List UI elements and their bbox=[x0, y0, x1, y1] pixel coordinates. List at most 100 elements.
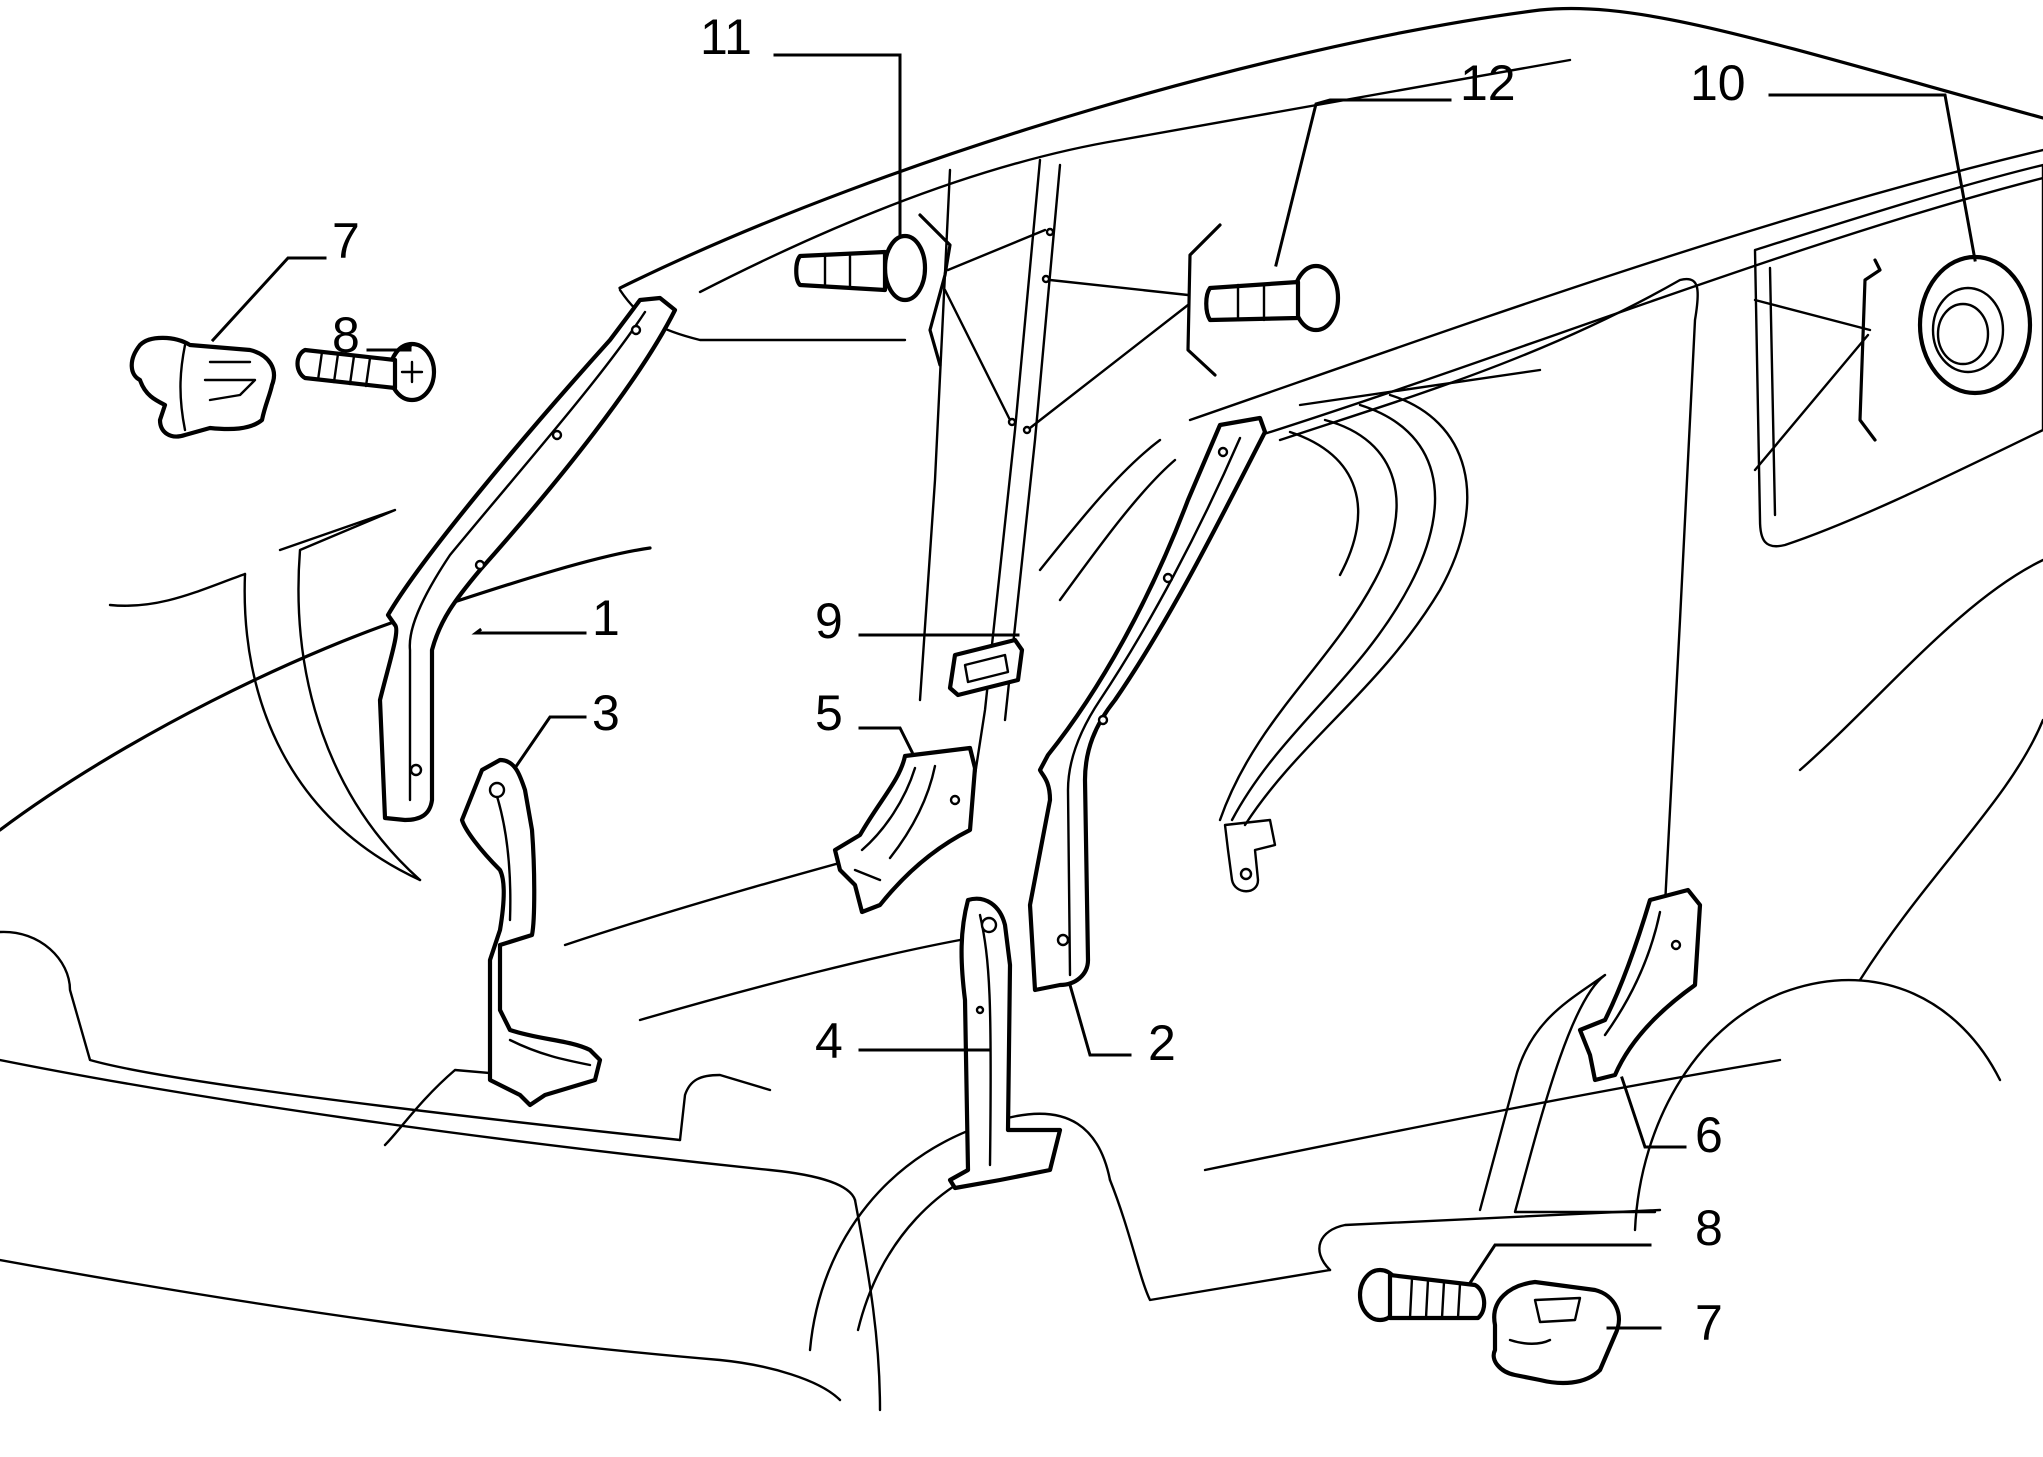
callout-12: 12 bbox=[1460, 55, 1516, 111]
leader-12 bbox=[1274, 98, 1452, 267]
side-window-lower bbox=[1188, 148, 2043, 422]
b-pillar-mount-hole-3 bbox=[1041, 274, 1051, 284]
b-pillar-front-line bbox=[966, 158, 1042, 822]
b-pillar-hole-1 bbox=[1217, 446, 1229, 458]
clip-nut-a-detail bbox=[179, 343, 257, 432]
clip11-pointer-1 bbox=[946, 228, 1047, 272]
roof-line bbox=[618, 6, 2043, 290]
part-5-kick-panel bbox=[832, 745, 978, 915]
kick-panel-shape bbox=[832, 745, 978, 915]
a-pillar-hole-2 bbox=[551, 429, 563, 441]
callout-5: 5 bbox=[815, 685, 843, 741]
rear-lower-trim-inner bbox=[1603, 910, 1662, 1037]
a-pillar-hole-4 bbox=[409, 763, 423, 777]
leader-3 bbox=[512, 715, 587, 771]
rear-sill-line bbox=[1318, 1208, 1662, 1272]
clip11-head bbox=[882, 233, 928, 303]
leader-8-lower bbox=[1467, 1243, 1652, 1286]
part-2-b-pillar-upper-trim bbox=[1027, 415, 1268, 993]
clip-nut-b-detail bbox=[1508, 1296, 1582, 1345]
b-pillar-upper-inner bbox=[1066, 436, 1242, 977]
rear-quarter-line-2 bbox=[1798, 558, 2043, 772]
belt-strap-outer bbox=[1243, 393, 1469, 827]
clip11-bracket bbox=[918, 213, 952, 367]
front-door-line-2 bbox=[638, 938, 962, 1022]
leader-lines bbox=[210, 53, 1977, 1330]
belt-anchor bbox=[1223, 818, 1277, 893]
kick-panel-hole bbox=[949, 794, 961, 806]
rear-arch-inner-trim bbox=[1478, 973, 1657, 1214]
callout-10: 10 bbox=[1690, 55, 1746, 111]
callout-1: 1 bbox=[592, 590, 620, 646]
screw-a-cross bbox=[400, 360, 424, 384]
cap-bracket bbox=[1858, 258, 1882, 442]
a-pillar-base bbox=[278, 508, 422, 882]
front-wheel-arch-inner bbox=[856, 1158, 1012, 1332]
leader-6 bbox=[1620, 1076, 1687, 1149]
roof-inner-line bbox=[698, 58, 1572, 294]
callout-11: 11 bbox=[700, 9, 752, 65]
part-3-a-pillar-lower-trim bbox=[459, 757, 603, 1108]
callout-3: 3 bbox=[592, 685, 620, 741]
b-pillar-mount-hole-4 bbox=[1022, 425, 1032, 435]
screw-b-threads bbox=[1408, 1276, 1462, 1320]
belt-strap-inner bbox=[1218, 418, 1398, 822]
b-pillar-upper-shape bbox=[1027, 415, 1268, 993]
a-pillar-hole-3 bbox=[474, 559, 486, 571]
leader-8-upper bbox=[366, 343, 413, 352]
clip12-pointer-2 bbox=[1028, 303, 1190, 430]
callout-2: 2 bbox=[1148, 1015, 1176, 1071]
b-pillar-mount-hole-2 bbox=[1007, 417, 1017, 427]
front-door-rear bbox=[918, 168, 952, 702]
car-body-outline bbox=[0, 6, 2043, 1412]
fender-arc bbox=[243, 572, 422, 882]
callout-4: 4 bbox=[815, 1013, 843, 1069]
a-pillar-lower-inner bbox=[493, 788, 592, 1067]
clip-nut-b-body bbox=[1491, 1279, 1621, 1386]
part-8-lower-screw bbox=[1357, 1267, 1487, 1323]
belt-upper-1 bbox=[1038, 438, 1162, 572]
callout-labels: 11 12 10 7 8 1 3 9 5 4 2 6 8 7 bbox=[332, 9, 1746, 1351]
callout-8-upper: 8 bbox=[332, 307, 360, 363]
clip11-pointer-2 bbox=[943, 288, 1012, 422]
b-pillar-hole-4 bbox=[1056, 933, 1070, 947]
leader-1 bbox=[471, 627, 587, 635]
clip12-shank bbox=[1204, 279, 1301, 323]
rear-door-top bbox=[1298, 368, 1542, 407]
clip12-ribs bbox=[1236, 282, 1266, 322]
leader-5 bbox=[858, 726, 915, 755]
callout-9: 9 bbox=[815, 593, 843, 649]
a-pillar-lower-shape bbox=[459, 757, 603, 1108]
part-11-push-clip bbox=[794, 213, 1055, 427]
hood-edge bbox=[0, 546, 652, 832]
part-12-push-clip bbox=[1022, 223, 1341, 435]
cap-pointer-1 bbox=[1753, 298, 1872, 332]
rear-door-frame bbox=[1278, 277, 1699, 1002]
part-9-grommet bbox=[947, 637, 1025, 698]
grille-edge bbox=[383, 1068, 572, 1147]
clip11-ribs bbox=[823, 251, 852, 290]
belt-strap-mid bbox=[1230, 403, 1437, 822]
part-4-b-pillar-lower-trim bbox=[947, 896, 1063, 1191]
seat-belt bbox=[1038, 393, 1469, 893]
clip12-head bbox=[1291, 263, 1341, 333]
clip11-shank bbox=[794, 249, 888, 293]
rear-quarter-line bbox=[1858, 718, 2043, 982]
belt-anchor-hole bbox=[1239, 867, 1253, 881]
sill-front bbox=[1108, 1178, 1332, 1302]
rear-lower-trim-shape bbox=[1577, 887, 1703, 1083]
b-pillar-lower-hole bbox=[980, 916, 998, 934]
cap-pointer-2 bbox=[1753, 333, 1870, 472]
clip-nut-a-body bbox=[129, 335, 277, 439]
front-bumper-mid bbox=[0, 1058, 857, 1202]
leader-11 bbox=[773, 53, 902, 238]
part-1-a-pillar-trim bbox=[377, 295, 678, 823]
rear-lower-trim-hole bbox=[1670, 939, 1682, 951]
clip12-bracket bbox=[1186, 223, 1222, 377]
kick-panel-inner bbox=[853, 764, 937, 882]
b-pillar-front-line-2 bbox=[1003, 163, 1062, 722]
a-pillar-lower-hole bbox=[488, 781, 506, 799]
part-7-lower-clip-nut bbox=[1491, 1279, 1621, 1386]
